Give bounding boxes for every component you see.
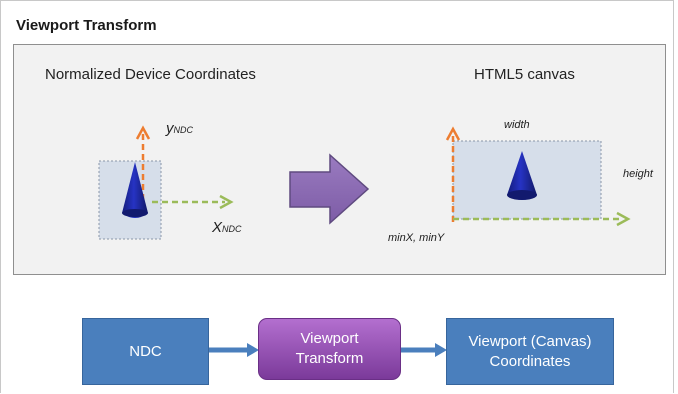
- ndc-x-arrowhead: [219, 194, 234, 210]
- flow-arrow-2: [401, 343, 447, 357]
- viewport-transform-box: Viewport Transform: [258, 318, 401, 380]
- canvas-cone-icon: [507, 151, 537, 200]
- ndc-box-label: NDC: [129, 342, 162, 360]
- canvas-y-arrowhead: [445, 126, 461, 141]
- ndc-x-label: XNDC: [212, 219, 242, 236]
- ndc-label: Normalized Device Coordinates: [45, 66, 256, 83]
- canvas-label: HTML5 canvas: [474, 66, 575, 83]
- ndc-y-label: yNDC: [166, 120, 193, 137]
- viewport-coordinates-label: Viewport (Canvas) Coordinates: [468, 332, 592, 370]
- viewport-transform-label: Viewport Transform: [295, 330, 364, 367]
- ndc-cone-icon: [122, 162, 148, 218]
- slide-title: Viewport Transform: [16, 17, 157, 34]
- ndc-box: NDC: [82, 318, 209, 385]
- viewport-coordinates-box: Viewport (Canvas) Coordinates: [446, 318, 614, 385]
- canvas-origin-label: minX, minY: [388, 232, 445, 244]
- canvas-height-label: height: [623, 168, 653, 180]
- transform-arrow: [289, 153, 370, 225]
- ndc-y-arrowhead: [135, 125, 151, 140]
- flow-arrow-1: [209, 343, 259, 357]
- canvas-width-label: width: [504, 119, 530, 131]
- canvas-x-arrowhead: [616, 211, 631, 227]
